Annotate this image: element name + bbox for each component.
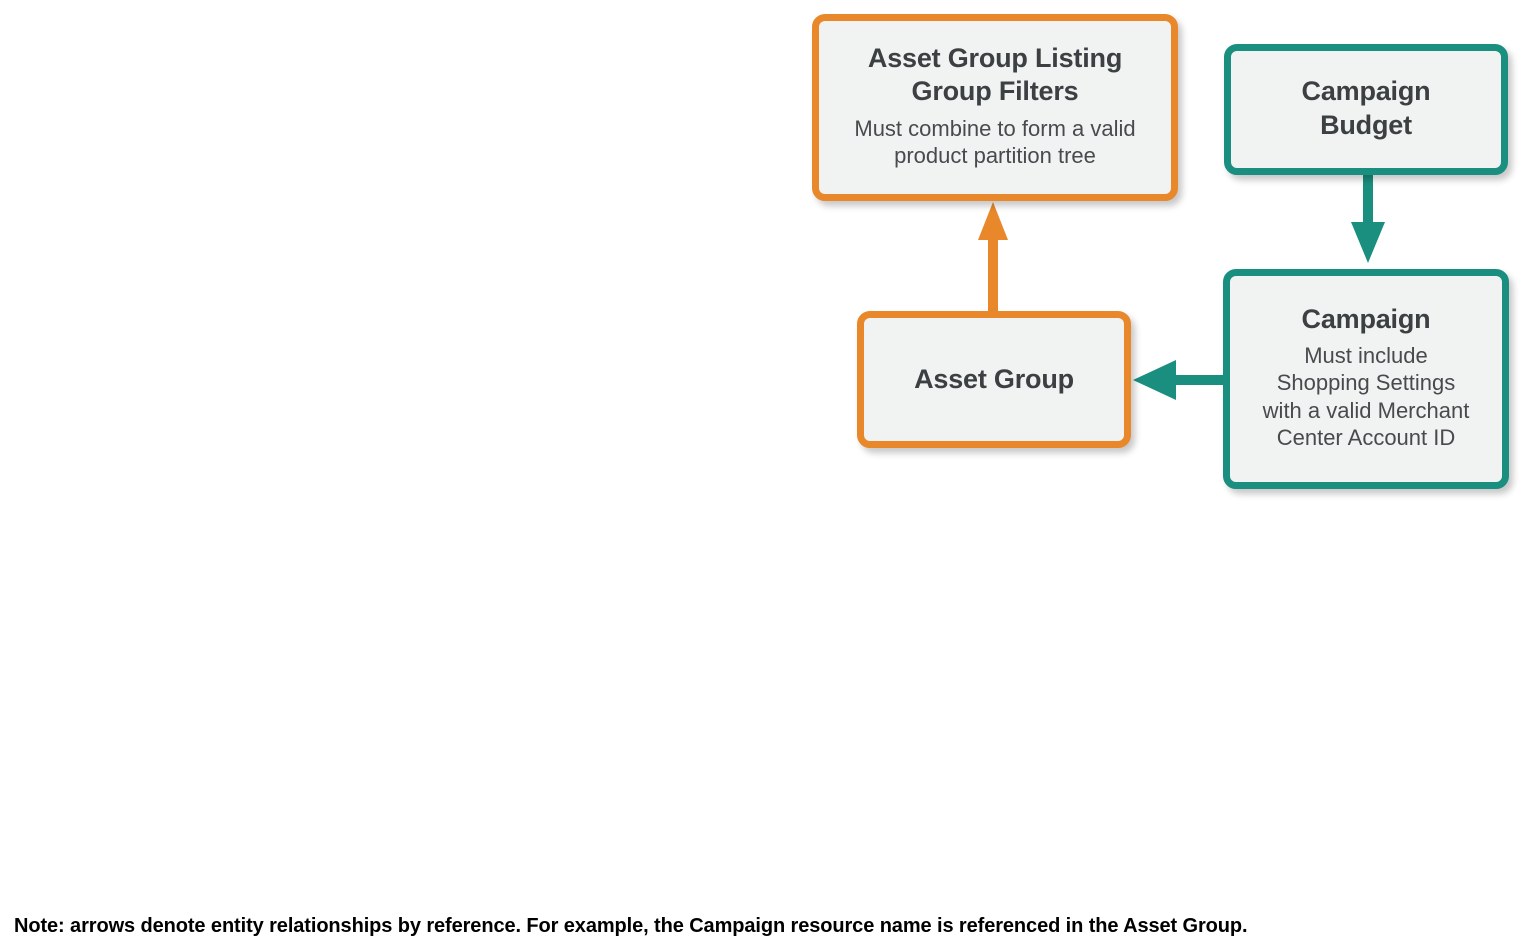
node-campaign[interactable]: Campaign Must include Shopping Settings … [1223, 269, 1509, 489]
node-title: Asset Group [914, 363, 1074, 394]
node-title: Asset Group Listing Group Filters [867, 42, 1123, 107]
node-asset-group-listing-group-filters[interactable]: Asset Group Listing Group Filters Must c… [812, 14, 1178, 201]
diagram-note: Note: arrows denote entity relationships… [14, 915, 1248, 937]
node-subtitle: Must combine to form a valid product par… [854, 115, 1136, 168]
edge-asset-group-to-listing-group-filters [978, 202, 1008, 316]
node-asset-group[interactable]: Asset Group [857, 311, 1131, 448]
node-campaign-budget[interactable]: Campaign Budget [1224, 44, 1508, 175]
edge-campaign-to-asset-group [1133, 360, 1226, 400]
edge-campaign-budget-to-campaign [1351, 172, 1385, 263]
node-title: Campaign Budget [1301, 76, 1431, 140]
node-subtitle: Must include Shopping Settings with a va… [1262, 343, 1470, 450]
node-title: Campaign [1301, 303, 1431, 334]
